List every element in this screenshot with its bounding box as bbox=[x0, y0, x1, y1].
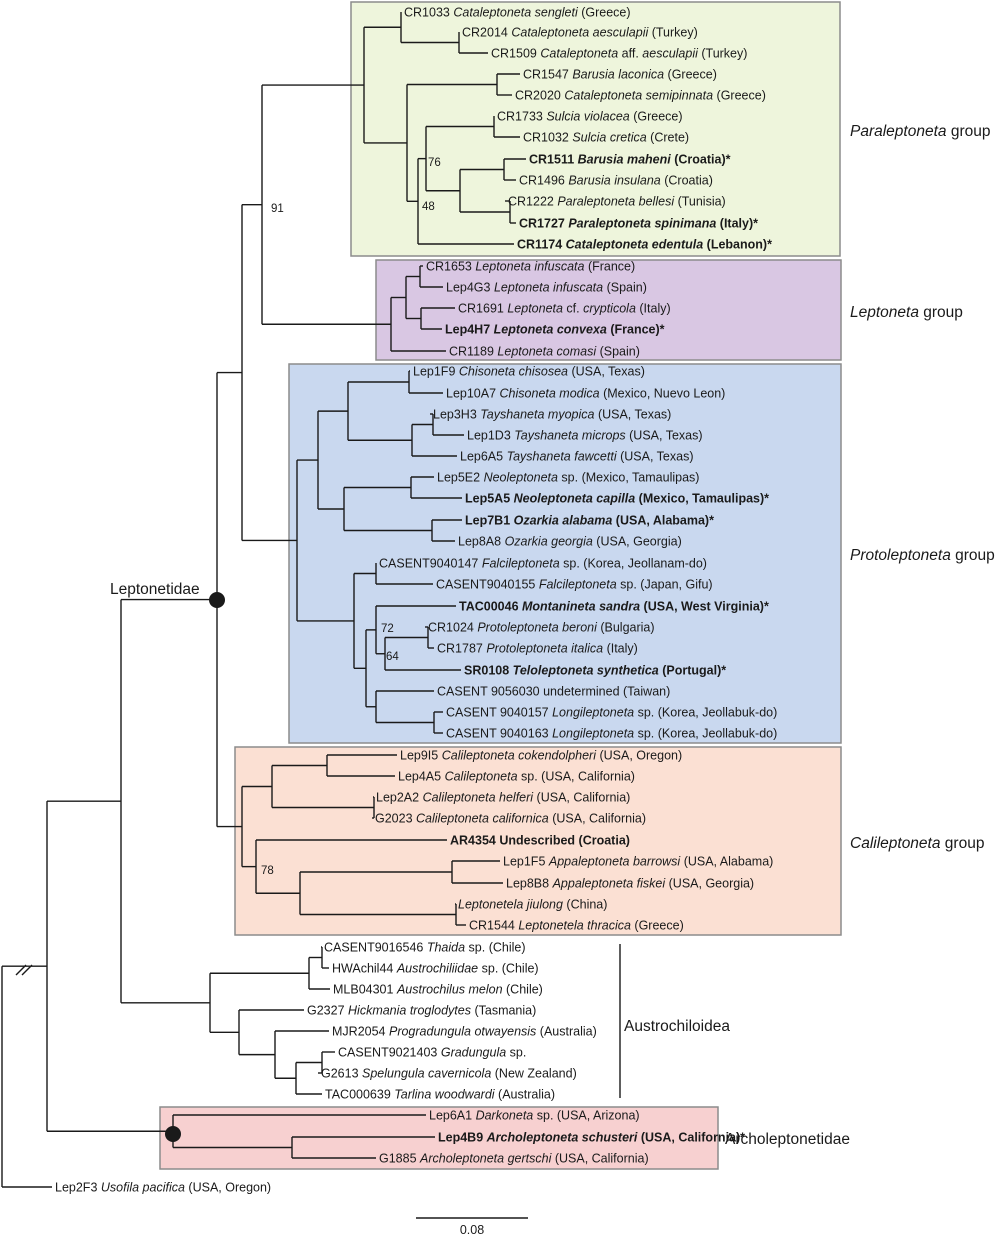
taxon-label: CASENT9040155 Falcileptoneta sp. (Japan,… bbox=[436, 578, 713, 592]
taxon-label: Lep6A5 Tayshaneta fawcetti (USA, Texas) bbox=[460, 450, 693, 464]
paraleptoneta-group-label: Paraleptoneta group bbox=[850, 123, 990, 140]
branch-break-mark bbox=[15, 964, 33, 976]
leptonetidae-label: Leptonetidae bbox=[110, 581, 200, 598]
taxon-label: CASENT9021403 Gradungula sp. bbox=[338, 1046, 526, 1060]
taxon-label: G2327 Hickmania troglodytes (Tasmania) bbox=[307, 1004, 536, 1018]
tree-branches bbox=[1, 12, 526, 1188]
taxon-label: CR1024 Protoleptoneta beroni (Bulgaria) bbox=[428, 621, 655, 635]
austrochiloidea-label: Austrochiloidea bbox=[624, 1018, 730, 1035]
taxon-label: CASENT 9040157 Longileptoneta sp. (Korea… bbox=[446, 706, 777, 720]
taxon-label: Lep3H3 Tayshaneta myopica (USA, Texas) bbox=[433, 408, 671, 422]
taxon-label: CR1547 Barusia laconica (Greece) bbox=[523, 68, 717, 82]
taxon-label: CR1509 Cataleptoneta aff. aesculapii (Tu… bbox=[491, 47, 747, 61]
taxon-label: CR1733 Sulcia violacea (Greece) bbox=[497, 110, 683, 124]
taxon-label: Lep1F5 Appaleptoneta barrowsi (USA, Alab… bbox=[503, 855, 773, 869]
taxon-label: Lep7B1 Ozarkia alabama (USA, Alabama)* bbox=[465, 514, 714, 528]
taxon-label: Lep5E2 Neoleptoneta sp. (Mexico, Tamauli… bbox=[437, 471, 699, 485]
taxon-label: G2613 Spelungula cavernicola (New Zealan… bbox=[321, 1067, 577, 1081]
taxon-label: CR1033 Cataleptoneta sengleti (Greece) bbox=[404, 6, 631, 20]
taxon-label: Lep4B9 Archoleptoneta schusteri (USA, Ca… bbox=[438, 1131, 745, 1145]
taxon-label: Lep2F3 Usofila pacifica (USA, Oregon) bbox=[55, 1181, 271, 1195]
taxon-label: AR4354 Undescribed (Croatia) bbox=[450, 834, 630, 848]
archoleptonetidae-node-marker bbox=[165, 1126, 181, 1142]
taxon-label: Lep10A7 Chisoneta modica (Mexico, Nuevo … bbox=[446, 387, 725, 401]
taxon-label: Lep4G3 Leptoneta infuscata (Spain) bbox=[446, 281, 647, 295]
taxon-label: SR0108 Teloleptoneta synthetica (Portuga… bbox=[464, 664, 726, 678]
taxon-label: CR1691 Leptoneta cf. crypticola (Italy) bbox=[458, 302, 671, 316]
taxon-label: CR1544 Leptonetela thracica (Greece) bbox=[469, 919, 684, 933]
taxon-label: CR1496 Barusia insulana (Croatia) bbox=[519, 174, 713, 188]
support-value: 48 bbox=[422, 201, 435, 213]
archoleptonetidae-box bbox=[159, 1106, 719, 1170]
support-value: 72 bbox=[381, 623, 394, 635]
taxon-label: Lep9I5 Calileptoneta cokendolpheri (USA,… bbox=[400, 749, 682, 763]
taxon-label: Lep4A5 Calileptoneta sp. (USA, Californi… bbox=[398, 770, 635, 784]
support-value: 64 bbox=[386, 651, 399, 663]
leptonetidae-node-marker bbox=[209, 592, 225, 608]
taxon-label: CASENT9016546 Thaida sp. (Chile) bbox=[324, 941, 526, 955]
support-value: 91 bbox=[271, 203, 284, 215]
taxon-label: Lep4H7 Leptoneta convexa (France)* bbox=[445, 323, 665, 337]
protoleptoneta-group-box bbox=[288, 363, 842, 744]
archoleptonetidae-label: Archoleptonetidae bbox=[725, 1131, 850, 1148]
taxon-labels: CR1033 Cataleptoneta sengleti (Greece) CR… bbox=[55, 6, 777, 1195]
calileptoneta-group-box bbox=[234, 746, 842, 936]
taxon-label: CR2020 Cataleptoneta semipinnata (Greece… bbox=[515, 89, 766, 103]
leptoneta-group-label: Leptoneta group bbox=[850, 304, 963, 321]
taxon-label: CASENT9040147 Falcileptoneta sp. (Korea,… bbox=[379, 557, 707, 571]
taxon-label: CR1189 Leptoneta comasi (Spain) bbox=[449, 345, 640, 359]
taxon-label: CASENT 9056030 undetermined (Taiwan) bbox=[437, 685, 670, 699]
calileptoneta-group-label: Calileptoneta group bbox=[850, 835, 984, 852]
taxon-label: Lep8A8 Ozarkia georgia (USA, Georgia) bbox=[458, 535, 682, 549]
scale-bar-label: 0.08 bbox=[460, 1223, 484, 1236]
taxon-label: G1885 Archoleptoneta gertschi (USA, Cali… bbox=[379, 1152, 649, 1166]
taxon-label: Lep1D3 Tayshaneta microps (USA, Texas) bbox=[467, 429, 703, 443]
protoleptoneta-group-label: Protoleptoneta group bbox=[850, 547, 995, 564]
taxon-label: TAC00046 Montanineta sandra (USA, West V… bbox=[459, 600, 769, 614]
taxon-label: CR1727 Paraleptoneta spinimana (Italy)* bbox=[519, 217, 758, 231]
taxon-label: CR1174 Cataleptoneta edentula (Lebanon)* bbox=[517, 238, 772, 252]
paraleptoneta-group-box bbox=[350, 1, 841, 257]
taxon-label: CR1032 Sulcia cretica (Crete) bbox=[523, 131, 689, 145]
taxon-label: MJR2054 Progradungula otwayensis (Austra… bbox=[332, 1025, 597, 1039]
support-value: 76 bbox=[428, 157, 441, 169]
taxon-label: Lep2A2 Calileptoneta helferi (USA, Calif… bbox=[376, 791, 630, 805]
taxon-label: G2023 Calileptoneta californica (USA, Ca… bbox=[375, 812, 646, 826]
taxon-label: CASENT 9040163 Longileptoneta sp. (Korea… bbox=[446, 727, 777, 741]
taxon-label: CR1787 Protoleptoneta italica (Italy) bbox=[437, 642, 638, 656]
taxon-label: CR1511 Barusia maheni (Croatia)* bbox=[529, 153, 731, 167]
taxon-label: Leptonetela jiulong (China) bbox=[458, 898, 607, 912]
taxon-label: Lep8B8 Appaleptoneta fiskei (USA, Georgi… bbox=[506, 877, 754, 891]
taxon-label: Lep5A5 Neoleptoneta capilla (Mexico, Tam… bbox=[465, 492, 769, 506]
taxon-label: Lep1F9 Chisoneta chisosea (USA, Texas) bbox=[413, 365, 645, 379]
support-value: 78 bbox=[261, 865, 274, 877]
taxon-label: Lep6A1 Darkoneta sp. (USA, Arizona) bbox=[429, 1109, 640, 1123]
taxon-label: CR2014 Cataleptoneta aesculapii (Turkey) bbox=[462, 26, 698, 40]
taxon-label: MLB04301 Austrochilus melon (Chile) bbox=[333, 983, 543, 997]
leptoneta-group-box bbox=[375, 259, 842, 361]
taxon-label: HWAchil44 Austrochiliidae sp. (Chile) bbox=[332, 962, 539, 976]
taxon-label: TAC000639 Tarlina woodwardi (Australia) bbox=[325, 1088, 555, 1102]
taxon-label: CR1653 Leptoneta infuscata (France) bbox=[426, 260, 635, 274]
taxon-label: CR1222 Paraleptoneta bellesi (Tunisia) bbox=[508, 195, 726, 209]
